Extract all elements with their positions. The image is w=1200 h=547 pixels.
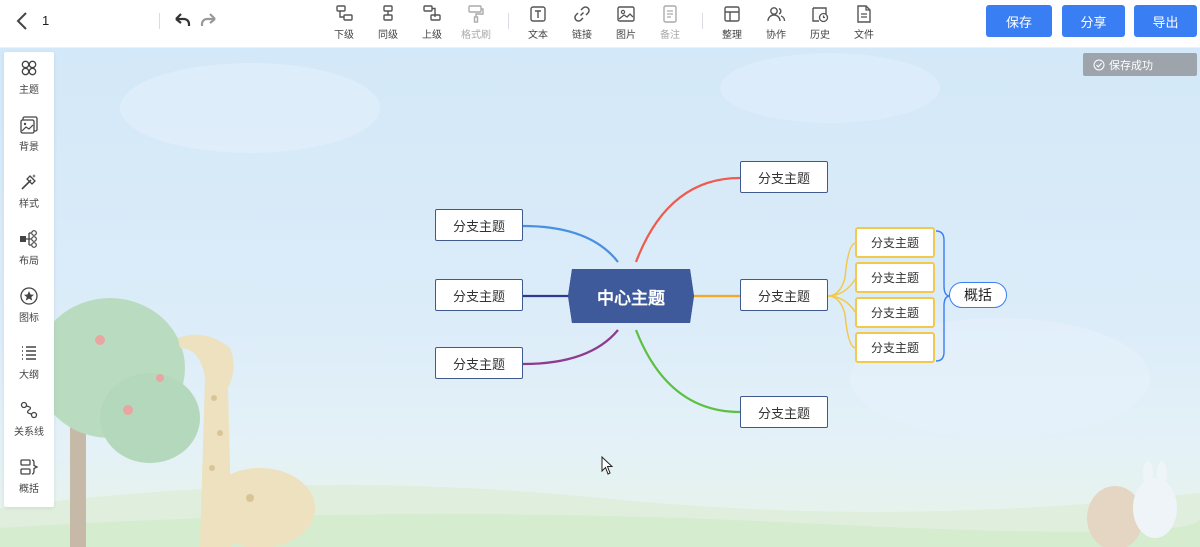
panel-item-summary[interactable]: 概括 (4, 457, 54, 507)
mouse-cursor-icon (601, 456, 614, 475)
tool-collaborate[interactable]: 协作 (756, 3, 796, 43)
panel-item-label: 大纲 (19, 370, 39, 381)
panel-item-label: 布局 (19, 256, 39, 267)
format-painter-icon (468, 5, 484, 23)
left-side-panel: 主题 背景 样式 布局 图标 大纲 关系线 概括 (4, 52, 54, 507)
panel-item-theme[interactable]: 主题 (4, 58, 54, 108)
text-icon (530, 6, 546, 22)
tool-label: 链接 (572, 30, 592, 41)
sibling-topic-icon (383, 5, 393, 21)
document-title[interactable]: 1 (42, 13, 50, 28)
tool-label: 格式刷 (461, 30, 491, 41)
top-toolbar: 1 下级 同级 上级 格式刷 文本 链接 图片 备注 整理 (0, 0, 1200, 48)
save-button[interactable]: 保存 (986, 5, 1052, 37)
save-success-toast: 保存成功 (1083, 53, 1197, 76)
tool-label: 同级 (378, 30, 398, 41)
file-icon (857, 5, 871, 23)
outline-icon (22, 346, 36, 360)
background-illustration (0, 53, 1200, 547)
theme-icon (21, 60, 37, 76)
panel-item-label: 概括 (19, 484, 39, 495)
tool-text[interactable]: 文本 (518, 3, 558, 43)
central-topic-label: 中心主题 (597, 288, 665, 308)
tool-label: 备注 (660, 30, 680, 41)
tool-child-topic[interactable]: 下级 (324, 3, 364, 43)
summary-icon (20, 459, 39, 475)
tool-label: 文本 (528, 30, 548, 41)
tool-label: 图片 (616, 30, 636, 41)
branch-topic-right-3[interactable]: 分支主题 (740, 396, 828, 428)
note-icon (663, 5, 677, 23)
export-button[interactable]: 导出 (1134, 5, 1197, 37)
sub-topic-3[interactable]: 分支主题 (855, 297, 935, 328)
check-circle-icon (1093, 59, 1105, 70)
tool-file[interactable]: 文件 (844, 3, 884, 43)
tool-label: 整理 (722, 30, 742, 41)
panel-item-label: 图标 (19, 313, 39, 324)
relation-line-icon (20, 401, 38, 419)
hexagon-shape (568, 269, 694, 323)
panel-item-label: 主题 (19, 85, 39, 96)
panel-item-icons[interactable]: 图标 (4, 286, 54, 336)
panel-item-background[interactable]: 背景 (4, 115, 54, 165)
tool-link[interactable]: 链接 (562, 3, 602, 43)
tool-label: 协作 (766, 30, 786, 41)
tool-note[interactable]: 备注 (650, 3, 690, 43)
tool-label: 历史 (810, 30, 830, 41)
tool-parent-topic[interactable]: 上级 (412, 3, 452, 43)
sub-topic-2[interactable]: 分支主题 (855, 262, 935, 293)
image-icon (617, 6, 635, 22)
tool-format-painter[interactable]: 格式刷 (456, 3, 496, 43)
history-icon (812, 7, 829, 23)
arrange-icon (724, 6, 740, 22)
layout-icon (20, 230, 37, 248)
branch-topic-left-3[interactable]: 分支主题 (435, 347, 523, 379)
panel-item-outline[interactable]: 大纲 (4, 343, 54, 393)
panel-item-style[interactable]: 样式 (4, 172, 54, 222)
toast-text: 保存成功 (1109, 59, 1153, 72)
branch-topic-left-2[interactable]: 分支主题 (435, 279, 523, 311)
tool-image[interactable]: 图片 (606, 3, 646, 43)
panel-item-label: 关系线 (14, 427, 44, 438)
tool-label: 下级 (334, 30, 354, 41)
summary-topic[interactable]: 概括 (949, 282, 1007, 308)
tool-sibling-topic[interactable]: 同级 (368, 3, 408, 43)
child-topic-icon (336, 5, 353, 21)
toolbar-divider (702, 13, 703, 29)
sub-topic-1[interactable]: 分支主题 (855, 227, 935, 258)
tool-history[interactable]: 历史 (800, 3, 840, 43)
collaborate-icon (767, 7, 786, 22)
tool-arrange[interactable]: 整理 (712, 3, 752, 43)
style-icon (21, 174, 36, 190)
parent-topic-icon (423, 5, 441, 21)
toolbar-divider (159, 13, 160, 29)
panel-item-relation-line[interactable]: 关系线 (4, 400, 54, 450)
sub-topic-4[interactable]: 分支主题 (855, 332, 935, 363)
share-button[interactable]: 分享 (1062, 5, 1125, 37)
star-icon (20, 287, 38, 305)
redo-icon[interactable] (199, 10, 219, 30)
undo-icon[interactable] (172, 10, 192, 30)
branch-topic-right-1[interactable]: 分支主题 (740, 161, 828, 193)
mindmap-canvas[interactable] (0, 48, 1200, 547)
branch-topic-right-2[interactable]: 分支主题 (740, 279, 828, 311)
link-icon (574, 6, 590, 22)
central-topic[interactable]: 中心主题 (568, 265, 694, 327)
back-arrow-icon[interactable] (12, 10, 32, 32)
panel-item-layout[interactable]: 布局 (4, 229, 54, 279)
toolbar-divider (508, 13, 509, 29)
panel-item-label: 样式 (19, 199, 39, 210)
tool-label: 文件 (854, 30, 874, 41)
branch-topic-left-1[interactable]: 分支主题 (435, 209, 523, 241)
mindmap-connections (522, 176, 951, 414)
panel-item-label: 背景 (19, 142, 39, 153)
tool-label: 上级 (422, 30, 442, 41)
background-icon (20, 116, 38, 134)
